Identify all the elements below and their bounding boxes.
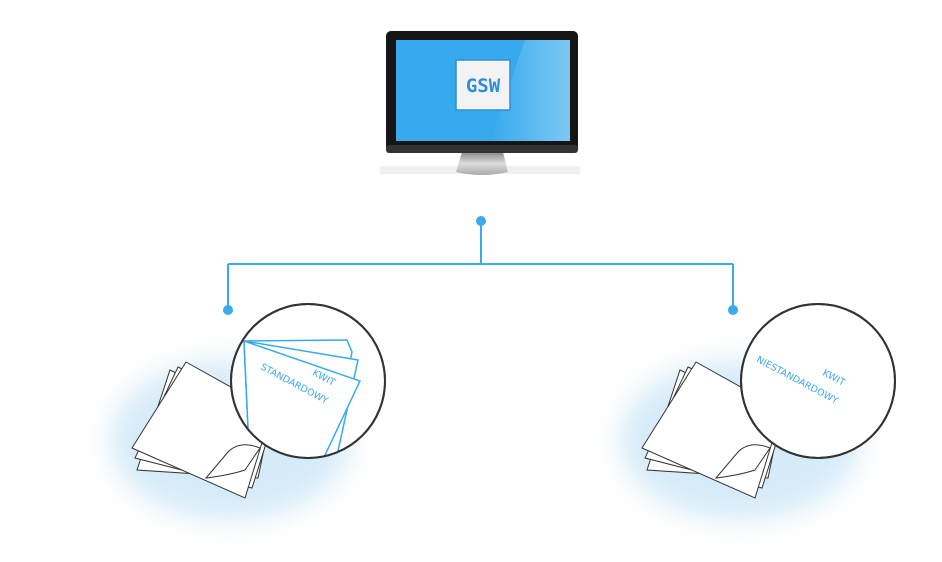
monitor-icon: GSW <box>380 31 580 175</box>
connector-dot-left <box>223 305 233 315</box>
logo-text: GSW <box>466 75 501 97</box>
branch-nonstandard: KWIT NIESTANDARDOWY <box>620 303 896 520</box>
connector-dot-top <box>476 216 486 226</box>
connector-dot-right <box>728 305 738 315</box>
branch-standard: KWIT STANDARDOWY <box>110 303 386 520</box>
monitor-stand <box>456 152 508 175</box>
gsw-logo <box>455 59 511 111</box>
connector-lines <box>227 221 734 310</box>
